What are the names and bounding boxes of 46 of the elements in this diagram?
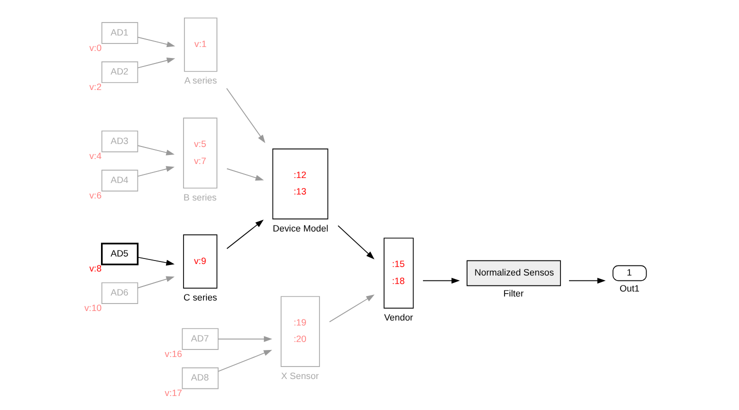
node-box: AD6 [101,282,138,304]
arrow [137,166,175,177]
node-box: AD3 [101,130,138,152]
arrow [226,168,264,181]
node-label: v:2 [89,82,102,92]
arrow [218,350,272,372]
node-box: AD7 [182,328,219,350]
arrow [226,88,266,144]
node-label: Vendor [384,312,414,323]
node-box: :19 :20 [280,296,320,367]
arrow [329,294,375,322]
node-label: Filter [503,288,524,298]
node-box: AD1 [101,22,138,44]
arrow [137,256,175,266]
arrow [137,276,175,288]
node-box: AD5 [101,242,139,266]
node-label: X Sensor [281,370,319,381]
node-label: v:16 [164,348,182,359]
node-label: C series [184,292,218,303]
node-label: v:10 [84,302,102,313]
node-box: AD2 [101,61,138,84]
arrow [422,278,460,284]
node-label: v:4 [89,151,102,162]
arrow [338,225,374,260]
node-label: Device Model [272,223,328,234]
node-label: v:6 [89,190,102,200]
node-box: AD4 [101,170,138,192]
node-box: :15 :18 [384,238,414,309]
node-box: :12 :13 [272,148,328,220]
node-label: A series [184,76,217,86]
node-box: v:1 [184,18,218,72]
node-box: v:9 [183,234,218,289]
node-label: v:17 [164,388,182,398]
arrow [226,220,264,250]
arrow [137,145,175,156]
node-label: Out1 [620,283,640,294]
arrow [137,58,176,68]
arrow [568,278,606,284]
arrow [218,336,272,342]
node-box: v:5 v:7 [183,118,218,189]
node-box: AD8 [182,367,219,390]
node-box: 1 [612,265,647,282]
node-label: v:8 [89,264,102,274]
node-label: v:0 [89,42,102,53]
arrow [137,36,176,48]
node-label: B series [184,192,217,202]
